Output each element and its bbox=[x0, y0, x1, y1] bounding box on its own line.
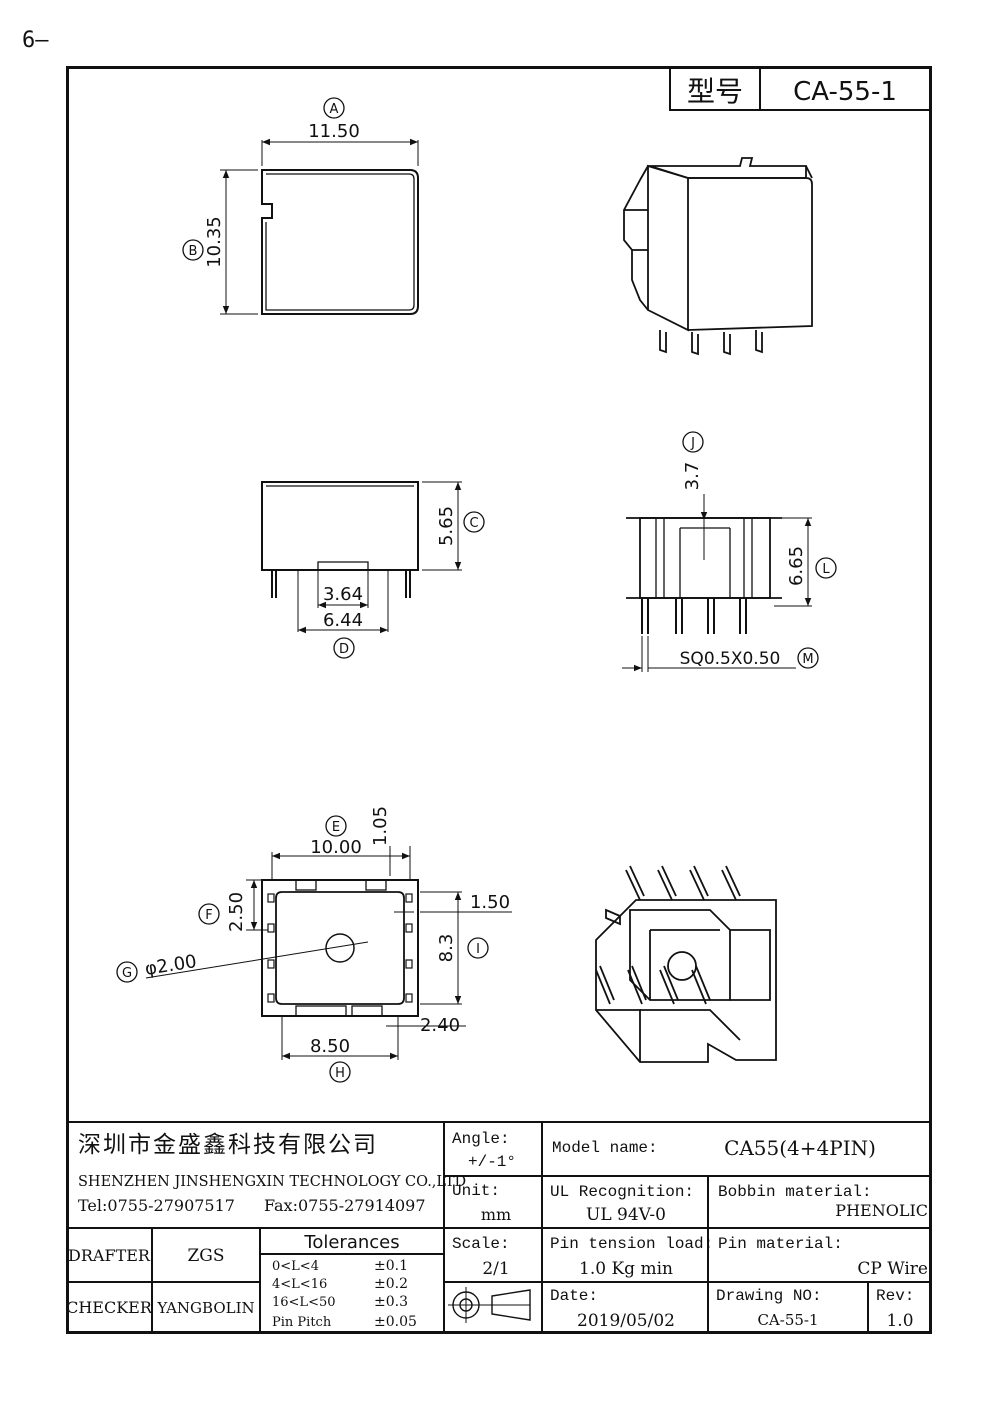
model-code: CA-55-1 bbox=[793, 77, 897, 107]
dim-i: 8.3 bbox=[436, 934, 457, 963]
angle-value: +/-1° bbox=[468, 1153, 516, 1171]
page-number: 6– bbox=[22, 28, 49, 53]
tolerances-title: Tolerances bbox=[303, 1232, 399, 1253]
tag-m: M bbox=[802, 652, 813, 667]
tol-range-4: Pin Pitch bbox=[272, 1315, 332, 1330]
date-value: 2019/05/02 bbox=[577, 1311, 675, 1331]
rev-label: Rev: bbox=[876, 1287, 914, 1305]
dim-l: 6.65 bbox=[786, 546, 807, 586]
checker-name: YANGBOLIN bbox=[156, 1299, 254, 1317]
dim-m: SQ0.5X0.50 bbox=[680, 649, 781, 669]
tag-e: E bbox=[332, 820, 340, 835]
unit-label: Unit: bbox=[452, 1182, 500, 1200]
tag-i: I bbox=[476, 942, 480, 957]
tag-d: D bbox=[339, 642, 349, 657]
title-box bbox=[669, 67, 931, 111]
dim-e: 10.00 bbox=[310, 837, 362, 858]
drafter-label: DRAFTER bbox=[68, 1246, 151, 1265]
tag-j: J bbox=[690, 436, 695, 451]
side-view bbox=[622, 431, 837, 672]
dim-f: 2.50 bbox=[226, 892, 247, 932]
ul-value: UL 94V-0 bbox=[586, 1205, 666, 1225]
tag-a: A bbox=[330, 102, 339, 117]
title-texts: 型号 CA-55-1 bbox=[687, 75, 897, 108]
model-name-value: CA55(4+4PIN) bbox=[724, 1136, 876, 1160]
title-block-grid bbox=[66, 1121, 932, 1332]
dim-d-inner: 3.64 bbox=[323, 584, 363, 605]
tol-value-3: ±0.3 bbox=[374, 1294, 408, 1310]
bobbin-value: PHENOLIC bbox=[835, 1201, 928, 1220]
drafter-name: ZGS bbox=[187, 1246, 224, 1266]
scale-value: 2/1 bbox=[482, 1259, 509, 1279]
pin-tension-label: Pin tension load: bbox=[550, 1235, 713, 1253]
model-name-label: Model name: bbox=[552, 1139, 658, 1157]
tol-value-1: ±0.1 bbox=[374, 1258, 408, 1274]
tol-range-1: 0<L<4 bbox=[272, 1259, 319, 1274]
scale-label: Scale: bbox=[452, 1235, 510, 1253]
tag-c: C bbox=[469, 516, 478, 531]
pin-material-label: Pin material: bbox=[718, 1235, 843, 1253]
tag-b: B bbox=[189, 244, 198, 259]
dim-a: 11.50 bbox=[308, 121, 360, 142]
pin-tension-value: 1.0 Kg min bbox=[579, 1259, 673, 1279]
date-label: Date: bbox=[550, 1287, 598, 1305]
drawing-no-value: CA-55-1 bbox=[757, 1311, 818, 1329]
title-block-texts: 深圳市金盛鑫科技有限公司 SHENZHEN JINSHENGXIN TECHNO… bbox=[66, 1130, 928, 1331]
tag-g: G bbox=[122, 966, 132, 981]
dim-d: 6.44 bbox=[323, 610, 363, 631]
dim-g: φ2.00 bbox=[143, 951, 198, 980]
iso-view-top bbox=[623, 157, 813, 356]
checker-label: CHECKER bbox=[66, 1298, 153, 1317]
bottom-view bbox=[116, 815, 512, 1083]
front-view bbox=[261, 481, 485, 659]
company-tel: Tel:0755-27907517 bbox=[78, 1196, 235, 1215]
projection-symbol-icon bbox=[448, 1287, 531, 1323]
dim-i-bottom: 2.40 bbox=[420, 1015, 460, 1036]
tag-l: L bbox=[822, 562, 830, 577]
tag-f: F bbox=[205, 908, 212, 923]
tag-h: H bbox=[335, 1066, 345, 1081]
iso-view-bottom bbox=[595, 865, 777, 1063]
dim-e-gap: 1.05 bbox=[370, 806, 391, 846]
pin-material-value: CP Wire bbox=[857, 1259, 928, 1279]
dim-h: 8.50 bbox=[310, 1036, 350, 1057]
unit-value: mm bbox=[481, 1205, 511, 1224]
bobbin-label: Bobbin material: bbox=[718, 1183, 872, 1201]
tol-range-3: 16<L<50 bbox=[272, 1295, 336, 1310]
dim-j: 3.7 bbox=[682, 462, 703, 491]
top-view bbox=[182, 97, 419, 315]
tol-value-2: ±0.2 bbox=[374, 1276, 408, 1292]
dim-i-top: 1.50 bbox=[470, 892, 510, 913]
company-name-cn: 深圳市金盛鑫科技有限公司 bbox=[78, 1132, 378, 1158]
rev-value: 1.0 bbox=[886, 1311, 913, 1331]
angle-label: Angle: bbox=[452, 1130, 510, 1148]
ul-label: UL Recognition: bbox=[550, 1183, 694, 1201]
dim-c: 5.65 bbox=[436, 506, 457, 546]
drawing-frame bbox=[66, 66, 932, 1334]
company-name-en: SHENZHEN JINSHENGXIN TECHNOLOGY CO.,LTD bbox=[78, 1174, 466, 1190]
model-label: 型号 bbox=[687, 75, 743, 108]
drawing-no-label: Drawing NO: bbox=[716, 1287, 822, 1305]
tol-range-2: 4<L<16 bbox=[272, 1277, 327, 1292]
tol-value-4: ±0.05 bbox=[374, 1314, 417, 1330]
company-fax: Fax:0755-27914097 bbox=[264, 1196, 426, 1215]
dim-b: 10.35 bbox=[204, 216, 225, 268]
